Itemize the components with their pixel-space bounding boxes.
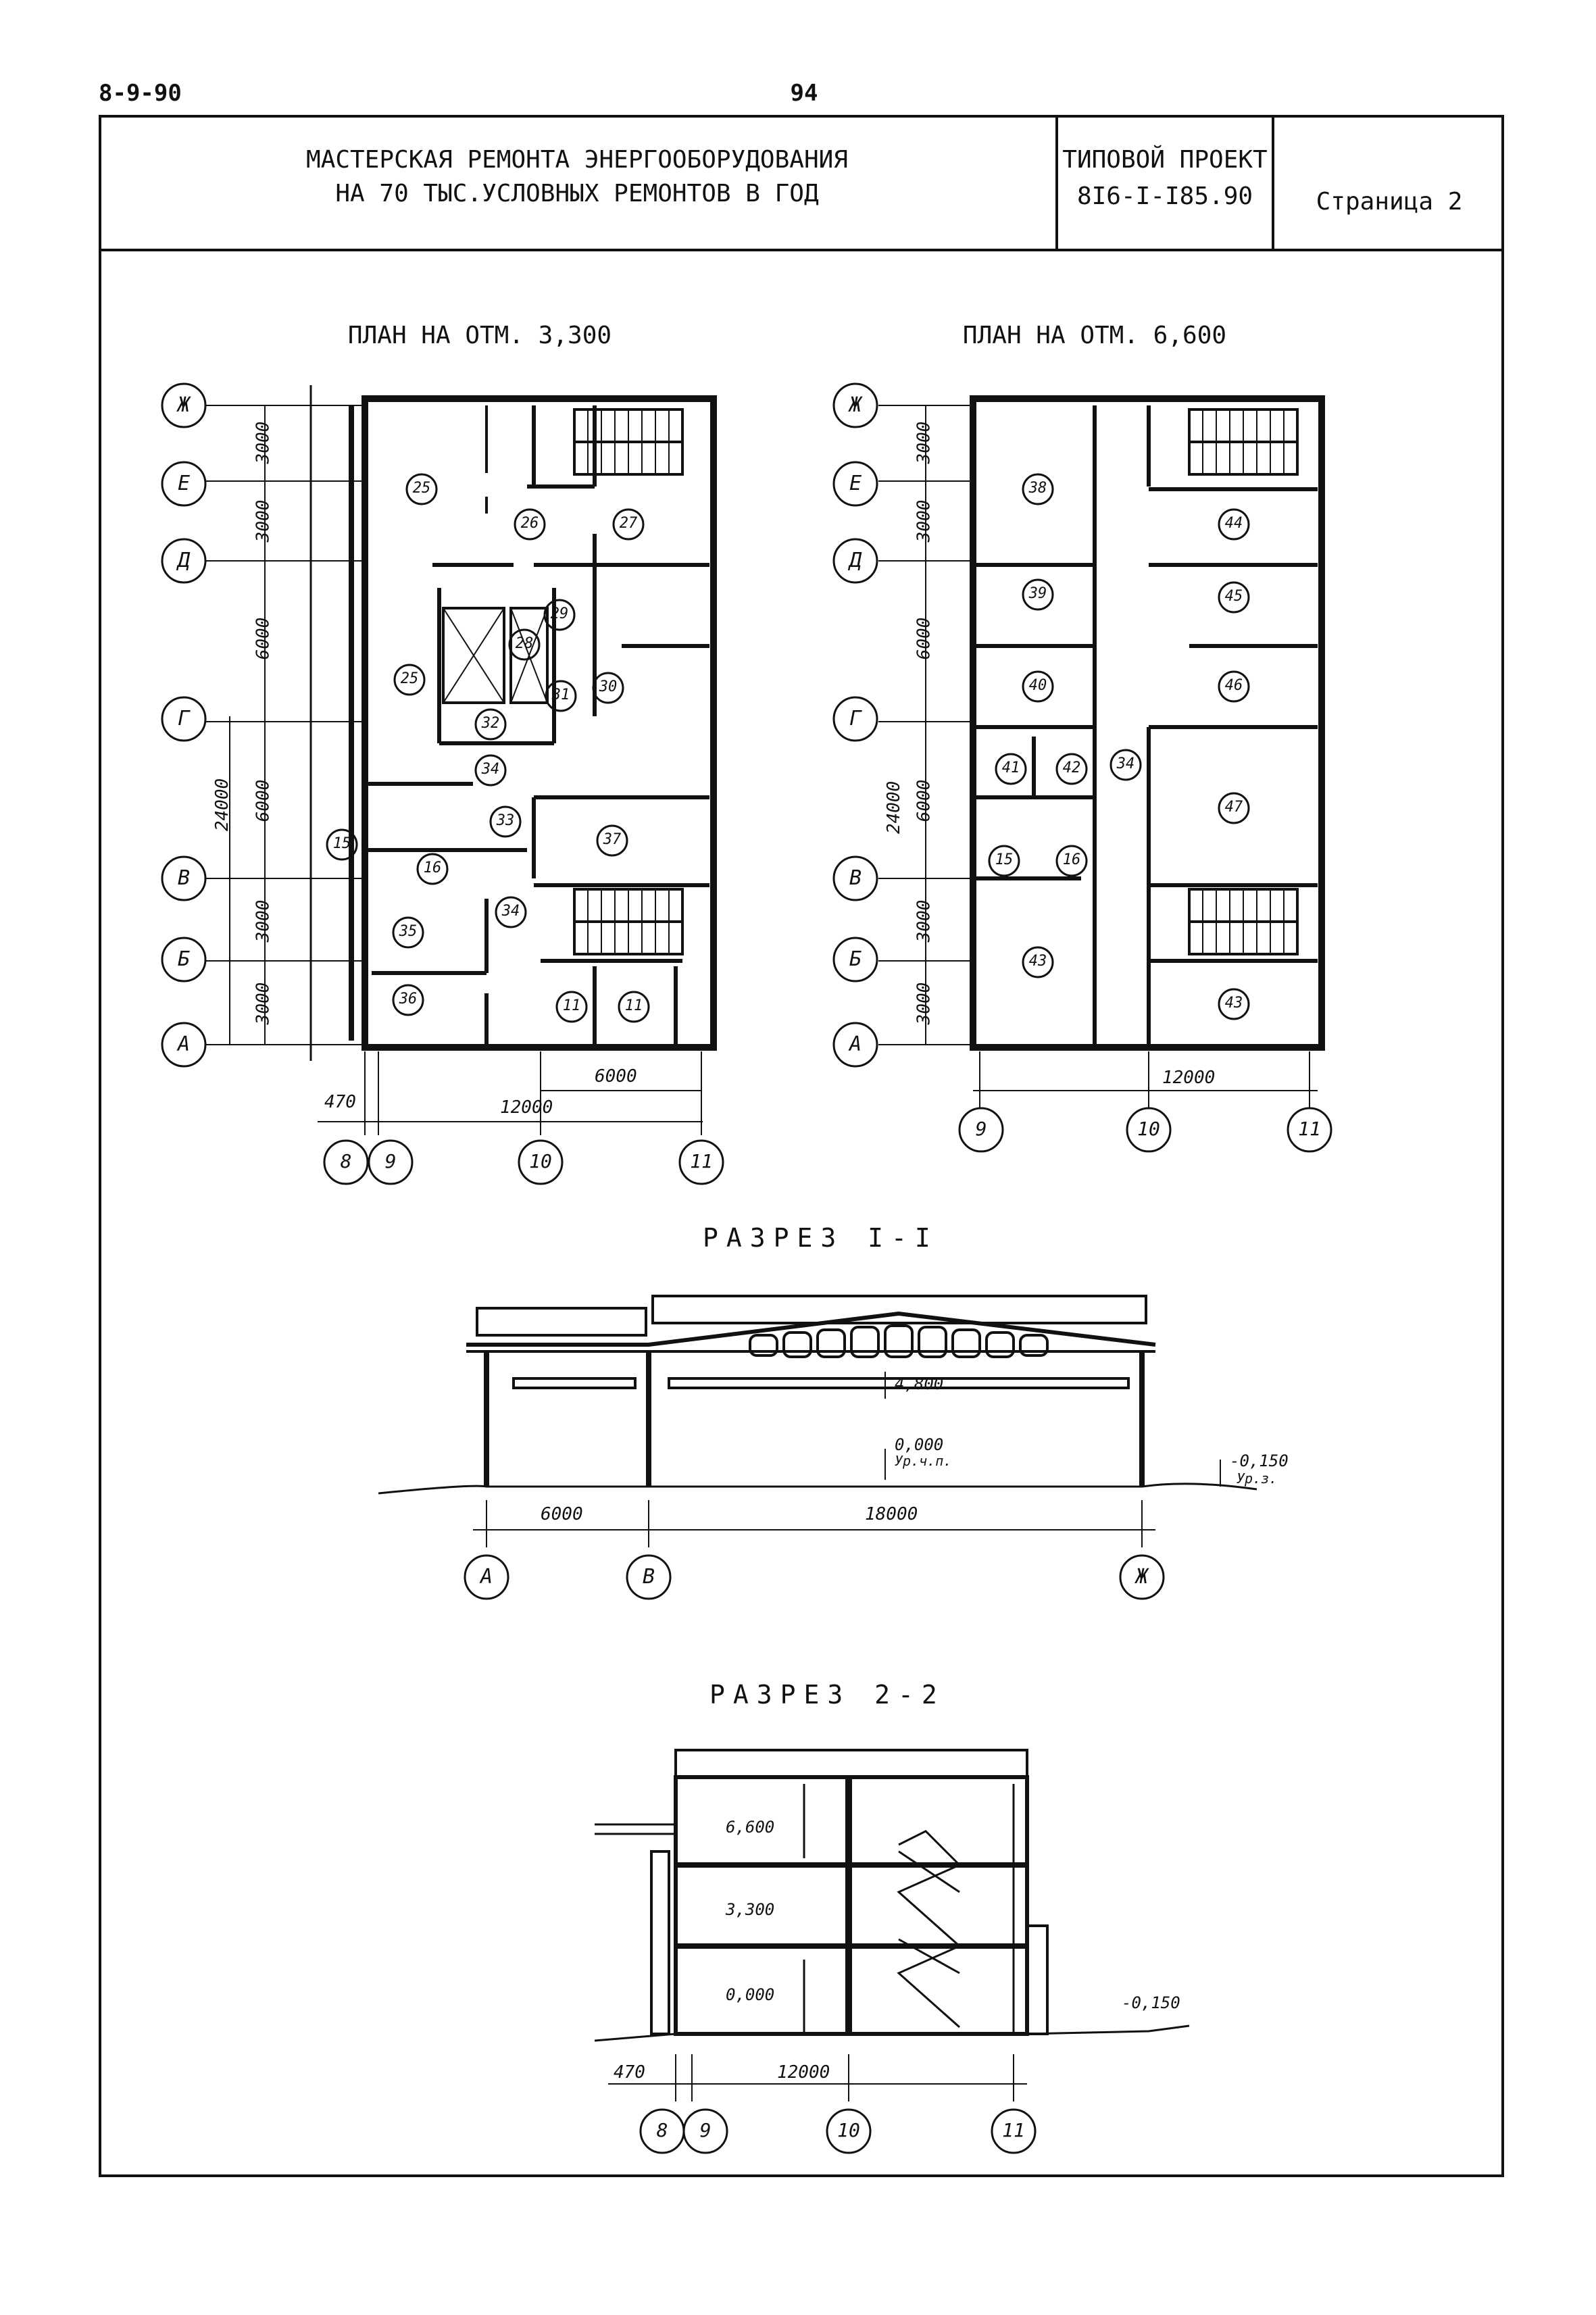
sheet-code: 8-9-90 [99, 80, 182, 107]
title-line-1: МАСТЕРСКАЯ РЕМОНТА ЭНЕРГООБОРУДОВАНИЯ [306, 146, 848, 174]
plan1-axis-g: Г [177, 707, 191, 730]
plan1-room: 31 [551, 687, 570, 703]
plan2-room: 15 [995, 851, 1014, 868]
plan2-room: 45 [1224, 588, 1243, 605]
plan2-axis-a: А [849, 1032, 862, 1056]
plan1-room: 29 [550, 605, 569, 622]
section1-title: РАЗРЕЗ I-I [703, 1223, 939, 1253]
plan1-room: 25 [412, 480, 431, 497]
plan2-room: 16 [1062, 851, 1081, 868]
plan1-col-8: 8 [340, 1150, 352, 1172]
plan2-axis-e: Е [849, 472, 862, 495]
section1-mark-0150-note: Ур.з. [1237, 1470, 1278, 1487]
plan1-room: 37 [603, 831, 622, 848]
plan1-room: 32 [481, 715, 500, 732]
plan2-dim-12000: 12000 [1162, 1068, 1216, 1088]
plan2-room: 42 [1062, 760, 1081, 776]
plan2-axis-v: В [849, 866, 862, 890]
section1-dim-18000: 18000 [865, 1504, 918, 1524]
plan1-axis-e: Е [177, 472, 191, 495]
plan2-room: 44 [1224, 515, 1243, 532]
section2-mark-0000: 0,000 [726, 1985, 775, 2004]
title-block: МАСТЕРСКАЯ РЕМОНТА ЭНЕРГООБОРУДОВАНИЯ НА… [99, 115, 1504, 251]
plan1-axis-a: А [177, 1032, 191, 1056]
page-number: 94 [790, 80, 818, 107]
plan2-room: 34 [1116, 755, 1135, 772]
plan1-col-11: 11 [690, 1150, 713, 1172]
plan1-room: 27 [619, 515, 638, 532]
plan1-col-9: 9 [384, 1150, 397, 1172]
plan1-room: 15 [332, 835, 351, 852]
plan1-room: 11 [624, 997, 643, 1014]
section2-mark-0150: -0,150 [1122, 1993, 1180, 2012]
plan1-title: ПЛАН НА ОТМ. 3,300 [347, 322, 612, 349]
plan2-axis-zh: Ж [849, 393, 862, 417]
section2-axis-8: 8 [656, 2119, 668, 2141]
plan2-col-9: 9 [975, 1118, 987, 1140]
plan2-room: 43 [1224, 995, 1243, 1012]
section2-dim-12000: 12000 [777, 2062, 830, 2083]
section2-axis-9: 9 [699, 2119, 712, 2141]
plan1-axis-b: Б [177, 947, 191, 971]
plan2-room: 40 [1028, 677, 1047, 694]
plan2-room: 46 [1224, 677, 1243, 694]
plan1-room: 16 [423, 860, 442, 876]
section1-mark-4800: 4,800 [895, 1374, 944, 1393]
plan2-room: 43 [1028, 953, 1047, 970]
section1-mark-0000-note: Ур.ч.п. [895, 1453, 952, 1469]
section2-mark-6600: 6,600 [726, 1818, 775, 1837]
page-cell: Страница 2 [1274, 115, 1504, 249]
plan2-room: 47 [1224, 799, 1243, 816]
project-cell: ТИПОВОЙ ПРОЕКТ 8I6-I-I85.90 [1058, 115, 1274, 249]
plan2-axis-b: Б [849, 947, 862, 971]
plan1-room: 11 [562, 997, 581, 1014]
plan2-axis-d: Д [849, 549, 862, 572]
plan1-col-10: 10 [529, 1150, 552, 1172]
project-label: ТИПОВОЙ ПРОЕКТ [1062, 146, 1268, 174]
plan1-room: 26 [520, 515, 539, 532]
section1-axis-v: В [642, 1565, 655, 1589]
plan1-room: 34 [501, 903, 520, 920]
plan2-axis-g: Г [849, 707, 862, 730]
plan1-dim-12000: 12000 [500, 1097, 553, 1118]
section1-axis-a: А [480, 1565, 493, 1589]
plan1-room: 34 [481, 761, 500, 778]
section1-axis-zh: Ж [1135, 1565, 1149, 1589]
plan1-room: 36 [399, 991, 418, 1007]
plan1-axis-zh: Ж [177, 393, 191, 417]
plan2-col-11: 11 [1298, 1118, 1321, 1140]
title-cell: МАСТЕРСКАЯ РЕМОНТА ЭНЕРГООБОРУДОВАНИЯ НА… [99, 115, 1058, 249]
section1-mark-0000: 0,000 [895, 1435, 944, 1454]
drawing-frame [99, 115, 1504, 2177]
plan1-room: 30 [599, 678, 618, 695]
section2-title: РАЗРЕЗ 2-2 [709, 1680, 945, 1710]
section2-mark-3300: 3,300 [726, 1900, 775, 1919]
project-number: 8I6-I-I85.90 [1076, 182, 1253, 210]
section2-dim-470: 470 [614, 2062, 645, 2083]
plan1-room: 25 [400, 670, 419, 687]
title-line-2: НА 70 ТЫС.УСЛОВНЫХ РЕМОНТОВ В ГОД [335, 180, 819, 207]
section1-dim-6000: 6000 [541, 1504, 583, 1524]
plan1-axis-d: Д [177, 549, 191, 572]
plan1-room: 35 [399, 923, 418, 940]
plan2-col-10: 10 [1137, 1118, 1160, 1140]
plan1-room: 33 [496, 812, 515, 829]
plan1-dim-470: 470 [324, 1092, 356, 1112]
plan1-room: 28 [515, 635, 534, 652]
plan2-room: 41 [1001, 760, 1020, 776]
section1-mark-0150: -0,150 [1230, 1451, 1289, 1470]
plan1-axis-v: В [177, 866, 191, 890]
plan2-title: ПЛАН НА ОТМ. 6,600 [962, 322, 1227, 349]
plan2-room: 39 [1028, 585, 1047, 602]
page-label: Страница 2 [1316, 188, 1463, 216]
section2-axis-10: 10 [837, 2119, 860, 2141]
plan1-dim-6000: 6000 [595, 1066, 637, 1087]
plan2-room: 38 [1028, 480, 1047, 497]
section2-axis-11: 11 [1002, 2119, 1025, 2141]
